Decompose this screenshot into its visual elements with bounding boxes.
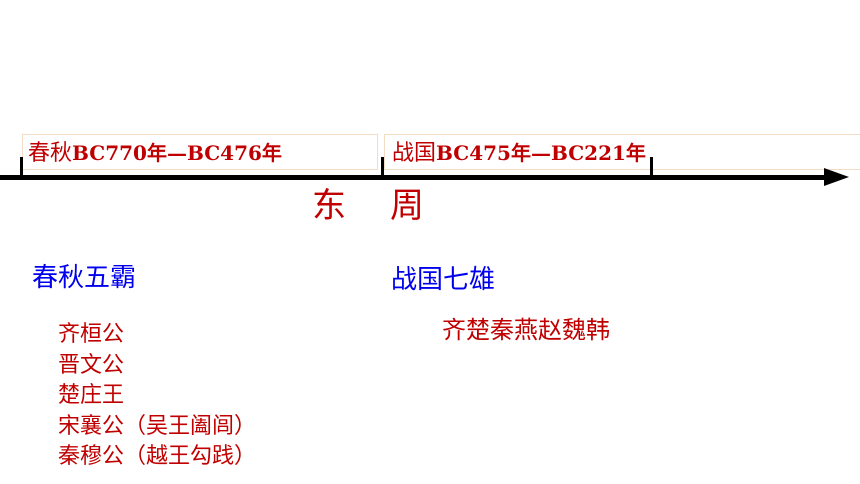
chunqiu-period-name: 春秋 — [28, 141, 73, 166]
hegemons-list: 齐桓公 晋文公 楚庄王 宋襄公（吴王阖闾） 秦穆公（越王勾践） — [58, 320, 256, 473]
zhanguo-period-box — [384, 134, 860, 170]
timeline-axis — [0, 175, 826, 180]
chunqiu-heading: 春秋五霸 — [32, 263, 137, 293]
chunqiu-period-box — [22, 134, 378, 170]
timeline-arrow-icon — [824, 168, 849, 186]
zhanguo-heading: 战国七雄 — [391, 265, 496, 295]
timeline-tick-start — [20, 157, 23, 179]
zhanguo-period-label: 战国BC475年—BC221年 — [392, 139, 646, 168]
list-item: 晋文公 — [58, 352, 125, 378]
zhanguo-period-range: BC475年—BC221年 — [436, 141, 646, 165]
timeline-tick-zhanguo-end — [650, 157, 653, 179]
list-item: 秦穆公（越王勾践） — [58, 444, 257, 469]
chunqiu-period-label: 春秋BC770年—BC476年 — [28, 139, 282, 168]
dynasty-title: 东周 — [312, 186, 468, 226]
list-item: 齐桓公 — [58, 322, 125, 347]
warring-states-list: 齐楚秦燕赵魏韩 — [442, 316, 610, 344]
timeline-tick-chunqiu-end — [381, 157, 384, 179]
chunqiu-period-range: BC770年—BC476年 — [72, 141, 282, 165]
list-item: 宋襄公（吴王阖闾） — [58, 413, 257, 439]
zhanguo-period-name: 战国 — [392, 141, 437, 166]
list-item: 楚庄王 — [58, 383, 125, 408]
